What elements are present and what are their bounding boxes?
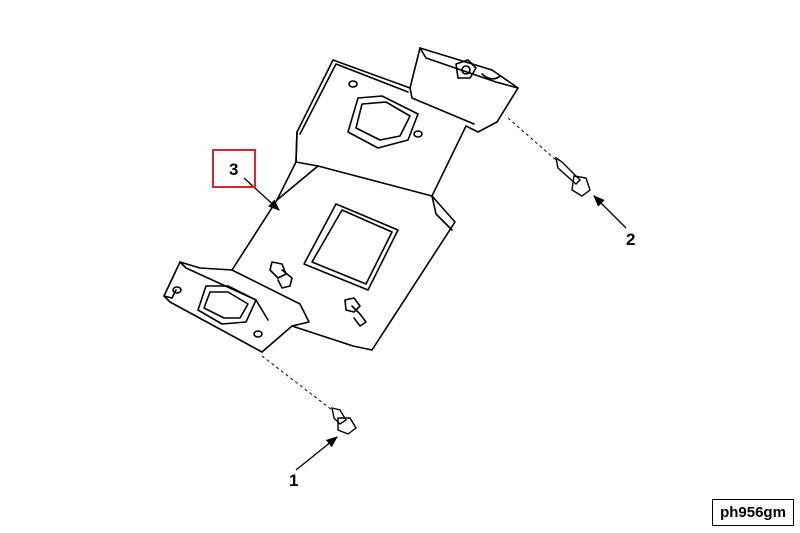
callout-label-2: 2	[626, 230, 635, 249]
mounting-bracket	[163, 47, 519, 353]
callout-label-3: 3	[229, 160, 238, 179]
callout-arrow-1	[295, 436, 338, 471]
callout-arrow-3	[243, 177, 280, 211]
callout-3-highlight-box	[212, 149, 256, 188]
bolt-item-1	[261, 355, 357, 435]
bolt-item-2	[507, 117, 591, 197]
callout-arrow-2	[593, 195, 627, 229]
callout-label-1: 1	[289, 471, 298, 490]
figure-reference-code: ph956gm	[712, 499, 794, 526]
